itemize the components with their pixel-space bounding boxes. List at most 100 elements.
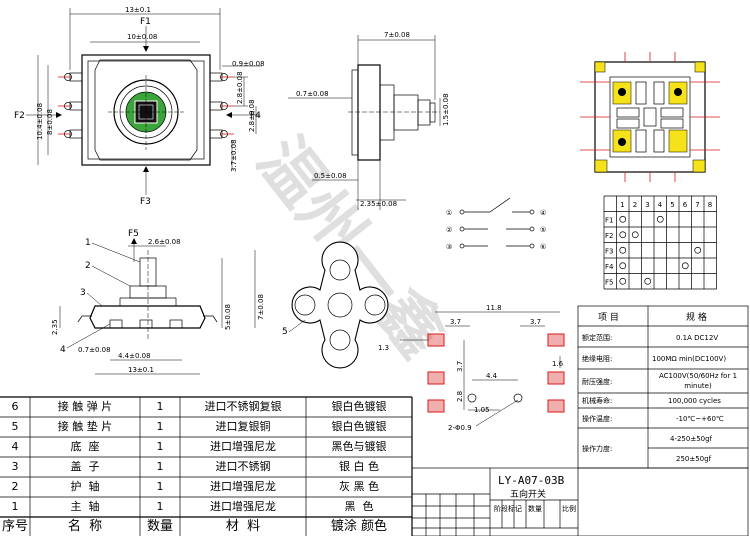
section-dim-bottom1: 0.7±0.08 bbox=[78, 346, 111, 354]
front-right-pins bbox=[209, 72, 234, 139]
bom-cell: 进口增强尼龙 bbox=[210, 480, 276, 493]
dim-pin-len: 3.7±0.08 bbox=[230, 139, 238, 172]
bom-cell: 6 bbox=[11, 400, 19, 413]
truth-header-4: 4 bbox=[658, 201, 663, 209]
pcb-footprint: 11.8 3.7 3.7 1.3 3.7 2.8 1.6 4.4 1.05 2-… bbox=[378, 304, 565, 432]
spec-row-1-label: 额定范围: bbox=[582, 333, 612, 342]
part-number: LY-A07-03B bbox=[498, 474, 565, 487]
bom-cell: 接 触 弹 片 bbox=[57, 400, 113, 413]
spec-row-6-value-a: 4-250±50gf bbox=[670, 435, 713, 443]
fp-dim-vert2: 2.8 bbox=[456, 391, 464, 402]
spec-row-5-label: 操作温度: bbox=[582, 414, 612, 423]
bom-table bbox=[0, 396, 413, 536]
dim-shaft: 2.6±0.08 bbox=[148, 238, 181, 246]
section-dim-bottom3: 13±0.1 bbox=[128, 366, 154, 374]
truth-row-F3: F3 bbox=[605, 248, 613, 256]
truth-header-6: 6 bbox=[683, 201, 688, 209]
stage-label: 阶段标记 bbox=[494, 504, 522, 513]
bom-header-cell: 名 称 bbox=[67, 519, 103, 534]
label-f3: F3 bbox=[140, 197, 151, 207]
circuit-pin-4: ④ bbox=[540, 209, 546, 217]
bom-header-cell: 材 料 bbox=[225, 519, 261, 534]
actuator-pad-shape: 5 bbox=[282, 241, 389, 369]
bom-cell: 进口不锈钢复银 bbox=[204, 400, 282, 413]
truth-row-F1: F1 bbox=[605, 217, 613, 225]
truth-row-F2: F2 bbox=[605, 232, 613, 240]
truth-mark bbox=[619, 215, 627, 223]
label-f4: F4 bbox=[250, 111, 261, 121]
fp-dim-top: 11.8 bbox=[486, 304, 502, 312]
bom-cell: 1 bbox=[156, 400, 164, 413]
circuit-pin-6: ⑥ bbox=[540, 243, 546, 251]
dim-height-inner: 8±0.08 bbox=[46, 109, 54, 135]
bom-cell: 1 bbox=[156, 420, 164, 433]
fp-dim-mid: 4.4 bbox=[486, 372, 498, 380]
spec-row-3-value-wrap: AC100V(50/60Hz for 1 minute) bbox=[659, 372, 737, 390]
callout-4: 4 bbox=[60, 345, 66, 355]
label-f1: F1 bbox=[140, 17, 151, 27]
section-view: F5 2.6±0.08 1 2 3 4 2.35 5±0.08 7±0.08 0… bbox=[51, 229, 265, 375]
truth-mark bbox=[694, 246, 702, 254]
bom-cell: 进口复银铜 bbox=[215, 420, 271, 433]
fp-dim-pad: 1.6 bbox=[552, 360, 564, 368]
front-view: 13±0.1 F1 10±0.08 bbox=[14, 6, 265, 207]
callout-2: 2 bbox=[85, 261, 91, 271]
side-dim-d: 1.5±0.08 bbox=[442, 93, 450, 126]
side-dim-b: 0.5±0.08 bbox=[314, 172, 347, 180]
bom-cell: 黑 色 bbox=[344, 500, 374, 513]
dim-pin-offset: 0.9±0.08 bbox=[232, 60, 265, 68]
bom-cell: 灰 黑 色 bbox=[339, 480, 379, 493]
bom-cell: 黑色与镀银 bbox=[331, 440, 387, 453]
side-view: 7±0.08 0.7±0.08 0.5±0.08 2.35±0.08 1.5±0… bbox=[288, 31, 450, 210]
bom-cell: 2 bbox=[11, 480, 19, 493]
truth-mark bbox=[631, 231, 639, 239]
section-dim-h3: 7±0.08 bbox=[257, 294, 265, 320]
spec-row-4-value: 100,000 cycles bbox=[668, 397, 721, 405]
bom-cell: 进口不锈钢 bbox=[215, 460, 271, 473]
truth-header-5: 5 bbox=[670, 201, 674, 209]
dim-inner: 10±0.08 bbox=[127, 33, 157, 41]
section-dim-h2: 5±0.08 bbox=[224, 304, 232, 330]
callout-1: 1 bbox=[85, 238, 91, 248]
bom-cell: 护 轴 bbox=[70, 480, 100, 493]
ratio-label: 比例 bbox=[562, 504, 576, 513]
bom-cell: 银白色镀银 bbox=[331, 420, 387, 433]
spec-table: 项 目 规 格 额定范围: 0.1A DC12V 绝缘电阻: 100MΩ min… bbox=[577, 305, 749, 469]
spec-header-item: 项 目 bbox=[598, 312, 619, 323]
callout-3: 3 bbox=[80, 288, 86, 298]
bom-cell: 1 bbox=[156, 480, 164, 493]
truth-mark bbox=[644, 277, 652, 285]
truth-mark bbox=[619, 231, 627, 239]
truth-mark bbox=[619, 246, 627, 254]
bom-header-cell: 数量 bbox=[146, 519, 173, 534]
side-dim-length: 7±0.08 bbox=[384, 31, 410, 39]
circuit-pin-1: ① bbox=[446, 209, 452, 217]
label-f5: F5 bbox=[128, 229, 139, 239]
pad-view bbox=[580, 52, 720, 182]
callout-5: 5 bbox=[282, 327, 288, 337]
spec-row-2-value: 100MΩ min(DC100V) bbox=[652, 355, 726, 363]
truth-header-8: 8 bbox=[708, 201, 712, 209]
bom-cell: 进口增强尼龙 bbox=[210, 440, 276, 453]
bom-cell: 5 bbox=[11, 420, 19, 433]
truth-row-F4: F4 bbox=[605, 263, 614, 271]
dim-pitch1: 2.8±0.08 bbox=[236, 71, 244, 104]
bom-cell: 银 白 色 bbox=[339, 460, 379, 473]
circuit-pin-2: ② bbox=[446, 226, 452, 234]
truth-header-1: 1 bbox=[620, 201, 624, 209]
bom-cell: 4 bbox=[11, 440, 19, 453]
circuit-diagram: ① ② ③ ④ ⑤ ⑥ bbox=[446, 197, 546, 251]
spec-row-3-label: 耐压强度: bbox=[582, 377, 612, 386]
truth-row-F5: F5 bbox=[605, 279, 613, 287]
fp-dim-left: 3.7 bbox=[450, 318, 461, 326]
bom-cell: 盖 子 bbox=[70, 460, 100, 473]
bom-header-cell: 序号 bbox=[1, 519, 28, 534]
part-name: 五向开关 bbox=[510, 488, 546, 500]
side-dim-c: 2.35±0.08 bbox=[360, 200, 397, 208]
fp-dim-side: 1.3 bbox=[378, 344, 389, 352]
spec-row-2-label: 绝缘电阻: bbox=[582, 354, 612, 363]
side-dim-a: 0.7±0.08 bbox=[296, 90, 329, 98]
circuit-pin-3: ③ bbox=[446, 243, 452, 251]
